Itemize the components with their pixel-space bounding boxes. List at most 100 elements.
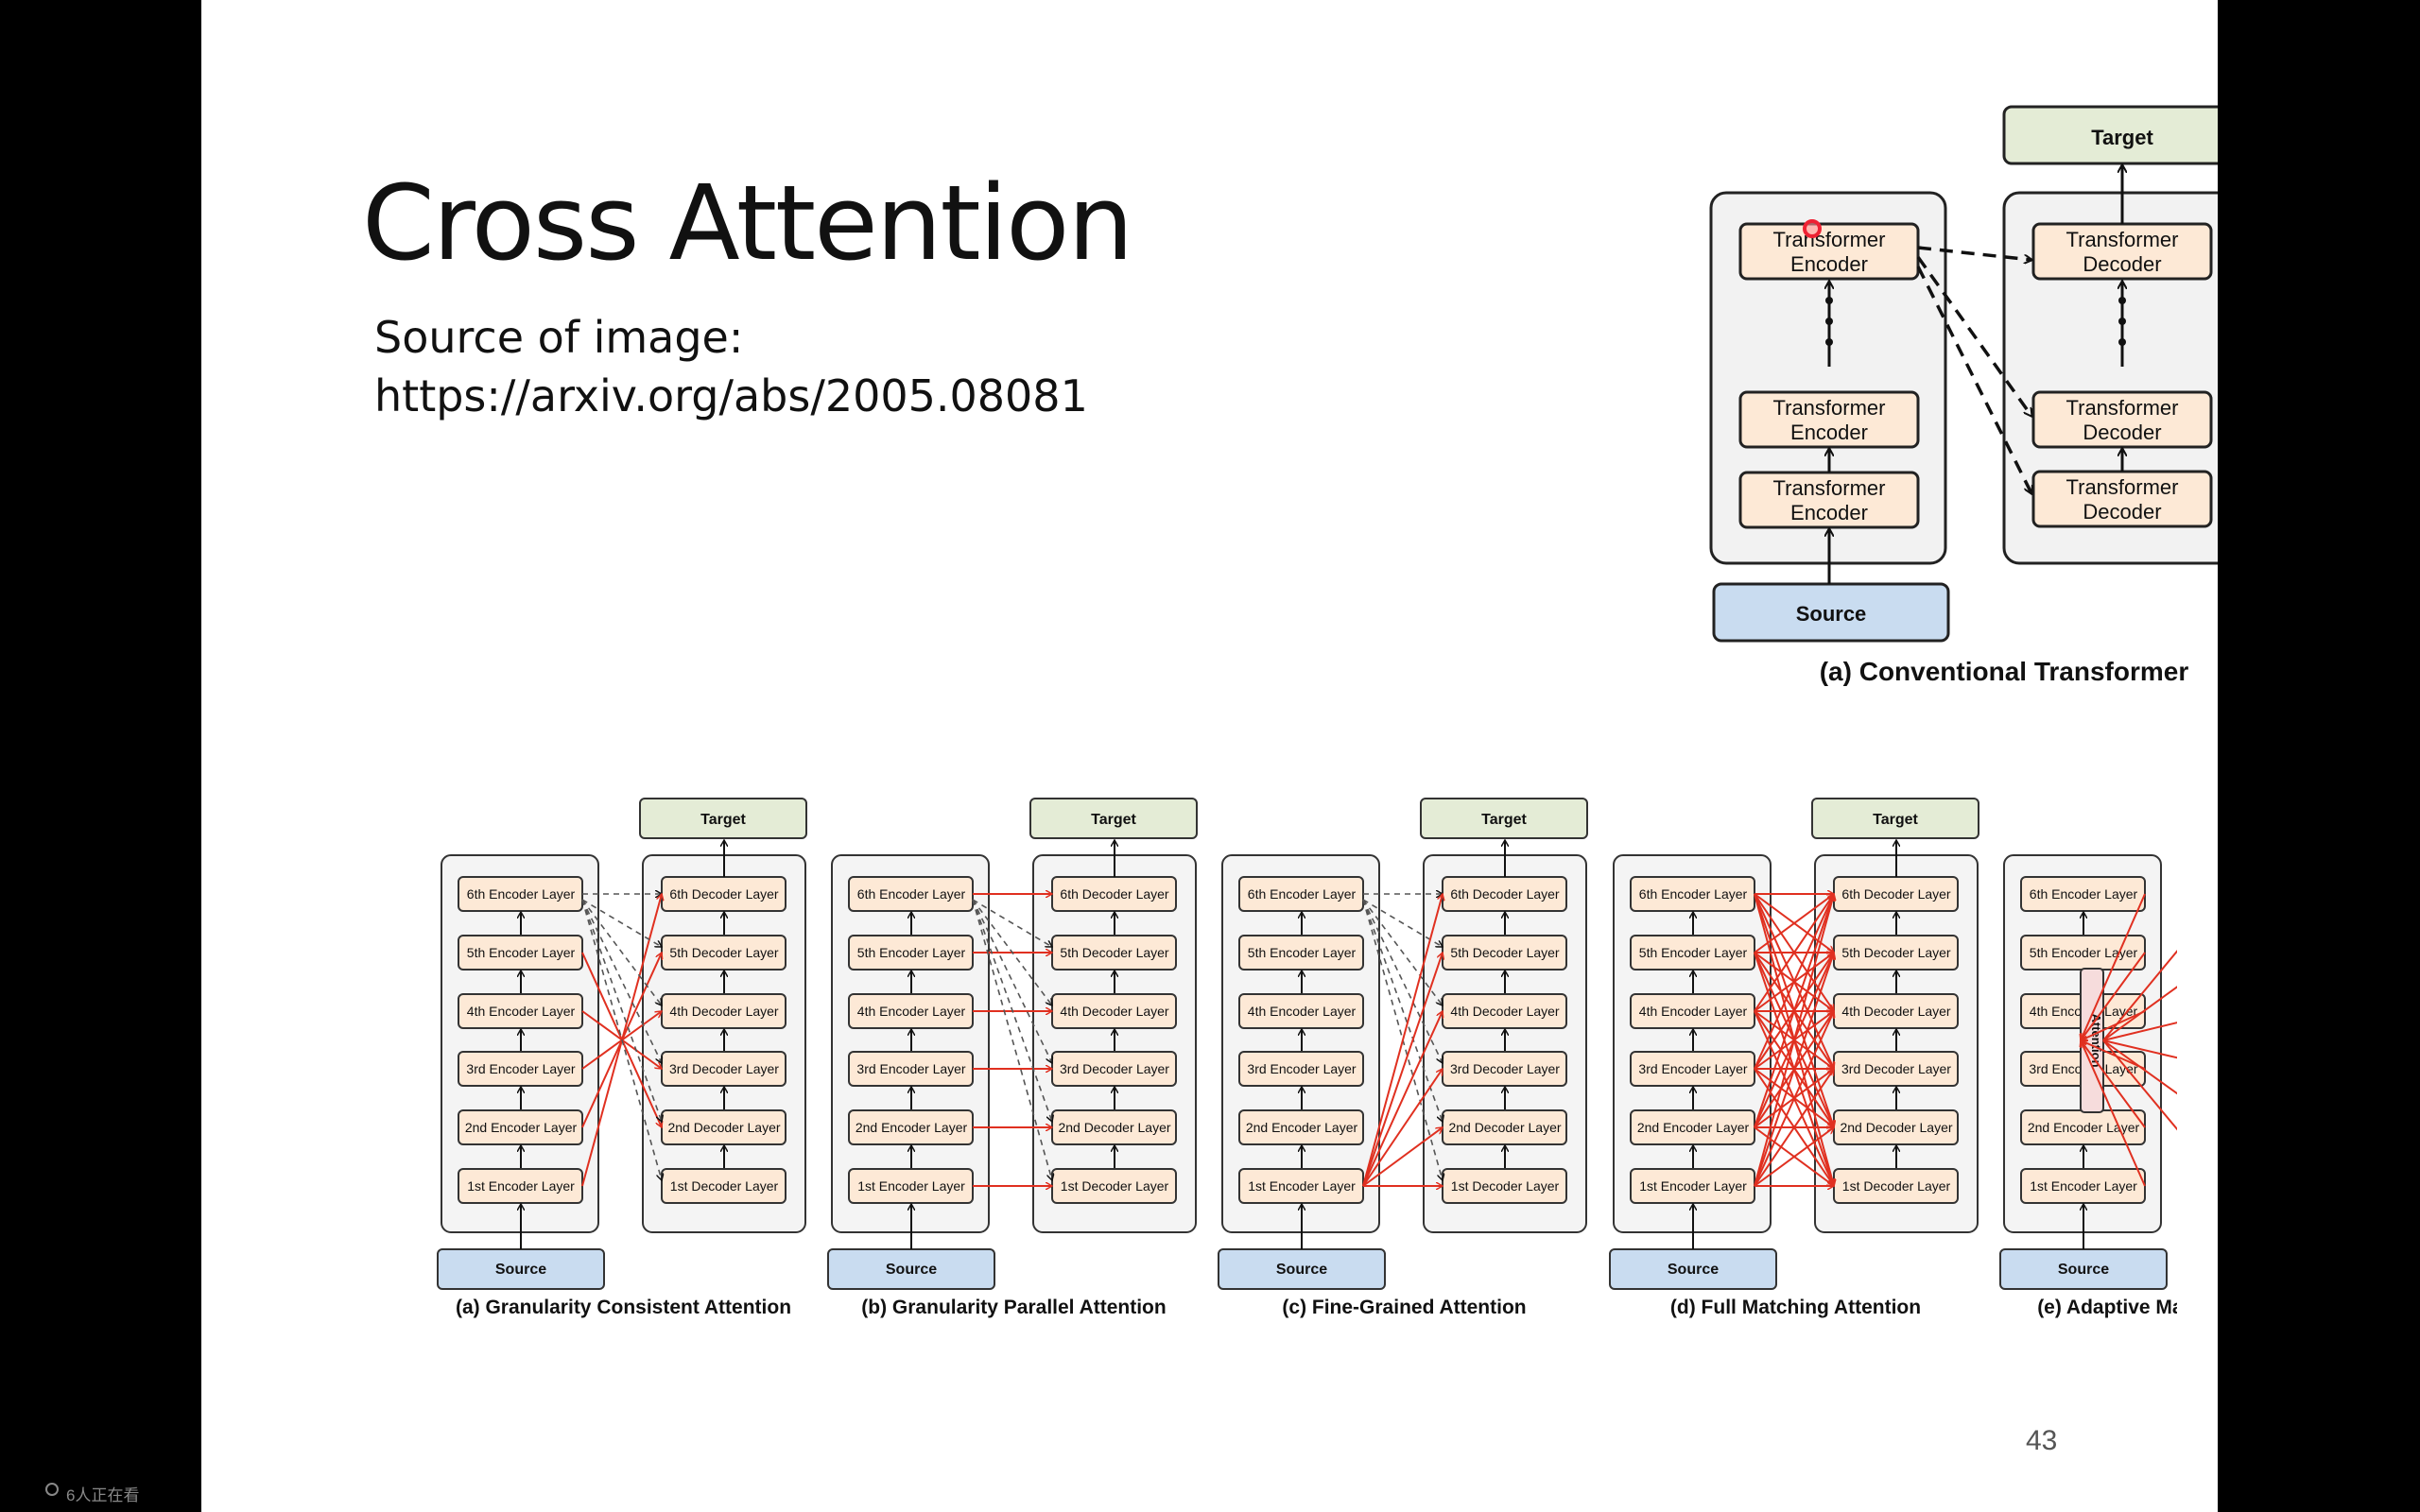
source-url: https://arxiv.org/abs/2005.08081 xyxy=(374,370,1088,421)
dashed-attention-arrow xyxy=(972,899,1052,947)
cross-attention-arrow xyxy=(1917,246,2031,260)
target-label: Target xyxy=(1091,812,1136,828)
full-matching-arrow xyxy=(1754,894,1834,1012)
dashed-attention-arrow xyxy=(581,899,662,1180)
decoder-layer-label: 4th Decoder Layer xyxy=(1841,1004,1951,1019)
adaptive-out-arrow xyxy=(2102,1040,2177,1059)
decoder-layer-label: 1st Decoder Layer xyxy=(1061,1178,1169,1194)
source-label: Source xyxy=(886,1262,937,1278)
encoder-layer-label: 6th Encoder Layer xyxy=(857,886,966,902)
full-matching-arrow xyxy=(1754,894,1834,1128)
ellipsis-dot xyxy=(2118,318,2126,325)
decoder-block-label-1: Transformer xyxy=(2066,396,2179,420)
full-matching-arrow xyxy=(1754,894,1834,954)
dashed-attention-arrow xyxy=(581,899,662,1122)
decoder-layer-label: 2nd Decoder Layer xyxy=(1058,1120,1170,1135)
source-block xyxy=(1712,582,1950,643)
ellipsis-dot xyxy=(1825,318,1833,325)
encoder-layer-label: 3rd Encoder Layer xyxy=(856,1061,966,1076)
viewer-count: 6人正在看 xyxy=(45,1482,140,1505)
slide-title: Cross Attention xyxy=(362,163,1133,284)
conventional-caption: (a) Conventional Transformer xyxy=(1820,657,2189,686)
decoder-layer-label: 4th Decoder Layer xyxy=(1450,1004,1560,1019)
ellipsis-dot xyxy=(2118,338,2126,346)
dashed-attention-arrow xyxy=(972,899,1052,1005)
encoder-layer-label: 5th Encoder Layer xyxy=(1639,945,1748,960)
viewer-count-text: 6人正在看 xyxy=(66,1486,140,1504)
encoder-layer-label: 2nd Encoder Layer xyxy=(465,1120,578,1135)
decoder-layer-label: 3rd Decoder Layer xyxy=(1060,1061,1169,1076)
decoder-block-label-2: Decoder xyxy=(2083,252,2161,276)
adaptive-out-arrow xyxy=(2102,949,2177,1041)
encoder-layer-label: 1st Encoder Layer xyxy=(467,1178,575,1194)
dashed-attention-arrow xyxy=(1362,899,1443,1122)
encoder-layer-label: 3rd Encoder Layer xyxy=(466,1061,576,1076)
encoder-block xyxy=(1738,222,1920,281)
encoder-layer-label: 2nd Encoder Layer xyxy=(2028,1120,2140,1135)
variant-caption: (d) Full Matching Attention xyxy=(1670,1297,1921,1318)
target-label: Target xyxy=(1481,812,1527,828)
encoder-layer-label: 3rd Encoder Layer xyxy=(1247,1061,1357,1076)
decoder-layer-label: 1st Decoder Layer xyxy=(1451,1178,1560,1194)
decoder-layer-label: 6th Decoder Layer xyxy=(1060,886,1169,902)
encoder-block-label-2: Encoder xyxy=(1790,252,1868,276)
encoder-block-label-2: Encoder xyxy=(1790,501,1868,524)
source-caption: Source of image: xyxy=(374,312,744,363)
decoder-layer-label: 1st Decoder Layer xyxy=(670,1178,779,1194)
decoder-layer-block xyxy=(661,1168,786,1204)
conventional-transformer-diagram: TargetSourceTransformerEncoderTransforme… xyxy=(1709,105,2218,686)
ellipsis-dot xyxy=(2118,297,2126,304)
encoder-layer-label: 2nd Encoder Layer xyxy=(1637,1120,1750,1135)
adaptive-out-arrow xyxy=(2102,1040,2177,1095)
decoder-layer-label: 6th Decoder Layer xyxy=(1841,886,1951,902)
decoder-layer-label: 5th Decoder Layer xyxy=(1841,945,1951,960)
decoder-layer-label: 3rd Decoder Layer xyxy=(1450,1061,1560,1076)
encoder-layer-label: 4th Encoder Layer xyxy=(857,1004,966,1019)
encoder-layer-label: 4th Encoder Layer xyxy=(1248,1004,1357,1019)
laser-pointer-icon xyxy=(1803,219,1822,238)
adaptive-in-arrow xyxy=(2081,1040,2146,1187)
decoder-layer-label: 2nd Decoder Layer xyxy=(1840,1120,1952,1135)
target-label: Target xyxy=(700,812,746,828)
decoder-layer-label: 2nd Decoder Layer xyxy=(667,1120,780,1135)
slide: Cross Attention Source of image: https:/… xyxy=(201,0,2218,1512)
full-matching-arrow xyxy=(1754,1069,1834,1187)
ellipsis-dot xyxy=(1825,338,1833,346)
encoder-layer-label: 1st Encoder Layer xyxy=(857,1178,965,1194)
encoder-layer-label: 2nd Encoder Layer xyxy=(1246,1120,1358,1135)
decoder-layer-label: 5th Decoder Layer xyxy=(1060,945,1169,960)
decoder-block-label-1: Transformer xyxy=(2066,475,2179,499)
fine-grained-arrow xyxy=(1362,1011,1443,1187)
decoder-layer-label: 6th Decoder Layer xyxy=(669,886,779,902)
fine-grained-arrow xyxy=(1362,1127,1443,1187)
adaptive-out-arrow xyxy=(2102,1040,2177,1131)
decoder-block-label-1: Transformer xyxy=(2066,228,2179,251)
target-block xyxy=(1029,798,1198,839)
fine-grained-arrow xyxy=(1362,894,1443,1187)
adaptive-in-arrow xyxy=(2081,1010,2146,1040)
source-label: Source xyxy=(1668,1262,1719,1278)
headset-icon xyxy=(45,1483,59,1496)
encoder-layer-label: 5th Encoder Layer xyxy=(857,945,966,960)
dashed-attention-arrow xyxy=(581,899,662,1005)
dashed-attention-arrow xyxy=(972,899,1052,1122)
decoder-layer-label: 3rd Decoder Layer xyxy=(669,1061,779,1076)
decoder-layer-label: 1st Decoder Layer xyxy=(1842,1178,1951,1194)
encoder-block-label-1: Transformer xyxy=(1773,396,1886,420)
encoder-layer-label: 4th Encoder Layer xyxy=(467,1004,576,1019)
source-label: Source xyxy=(1796,602,1867,626)
adaptive-in-arrow xyxy=(2081,1040,2146,1070)
encoder-layer-label: 2nd Encoder Layer xyxy=(856,1120,968,1135)
target-block xyxy=(639,798,807,839)
encoder-layer-label: 6th Encoder Layer xyxy=(1639,886,1748,902)
encoder-layer-label: 5th Encoder Layer xyxy=(2030,945,2138,960)
variant-caption: (b) Granularity Parallel Attention xyxy=(861,1297,1166,1318)
full-matching-arrow xyxy=(1754,894,1834,1187)
decoder-layer-label: 6th Decoder Layer xyxy=(1450,886,1560,902)
target-label: Target xyxy=(2091,126,2153,149)
